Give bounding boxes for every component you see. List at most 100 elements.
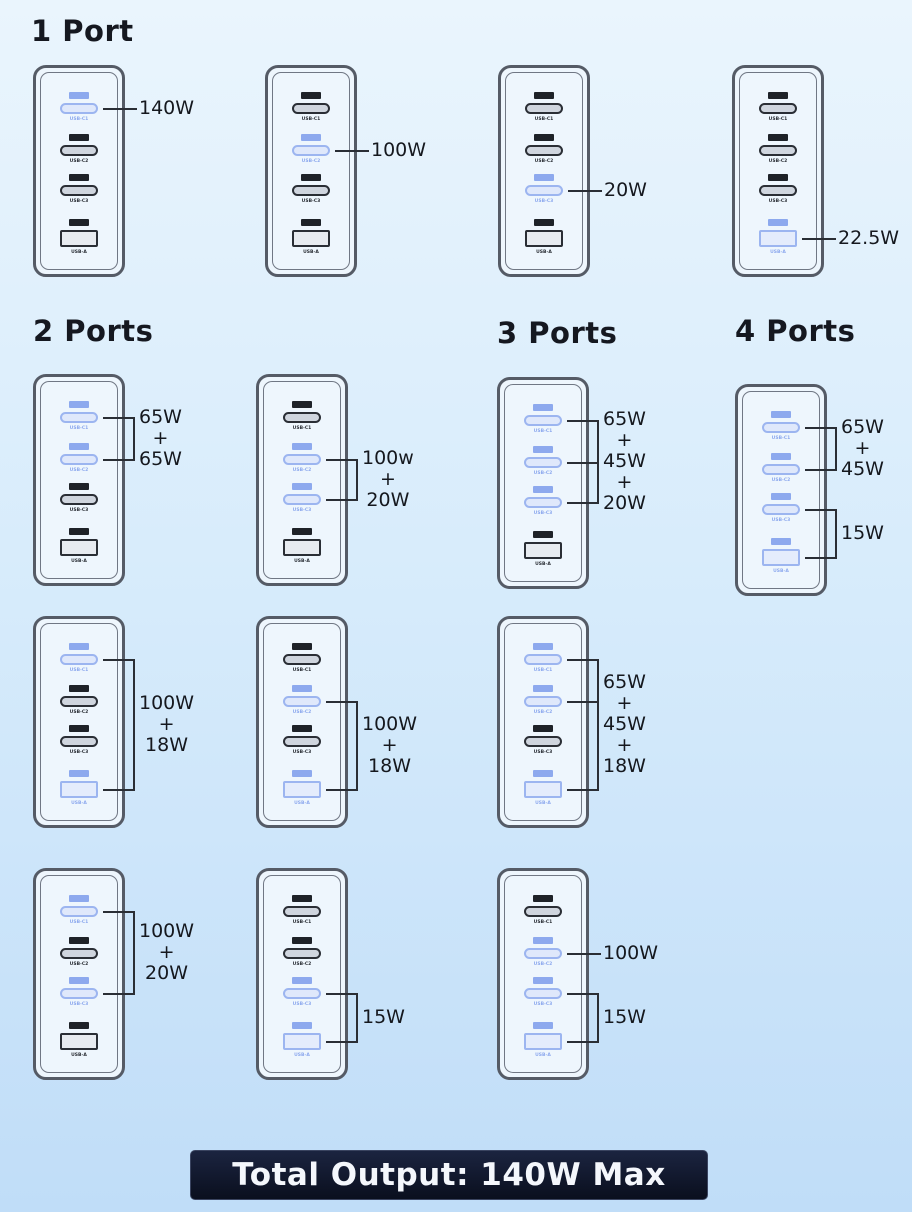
port-power-badge (292, 724, 312, 732)
port-label: USB-C2 (292, 467, 312, 473)
connector-line (805, 509, 835, 511)
connector-line (326, 1041, 356, 1043)
wattage-label: 100W (139, 919, 195, 942)
usb-c-port (524, 653, 562, 665)
wattage-label: 65W (139, 405, 182, 428)
port-label: USB-A (535, 800, 551, 806)
charger-outline (504, 623, 582, 821)
bracket-line (835, 427, 837, 471)
connector-line (805, 557, 835, 559)
usb-c-port (525, 144, 563, 156)
wattage-label: 15W (841, 521, 884, 544)
port-power-badge (292, 400, 312, 408)
port-power-badge (69, 894, 89, 902)
usb-c-port (60, 102, 98, 114)
connector-line (326, 789, 356, 791)
port-power-badge (69, 642, 89, 650)
usb-c-port (60, 453, 98, 465)
port-power-badge (301, 91, 321, 99)
port-power-badge (69, 173, 89, 181)
port-label: USB-C1 (292, 919, 312, 925)
bracket-line (597, 993, 599, 1043)
usb-a-port (283, 780, 321, 798)
wattage-label: 45W (841, 457, 884, 480)
charger-outline (40, 381, 118, 579)
wattage-label: 18W (145, 733, 189, 756)
usb-c-port (283, 653, 321, 665)
power-annotation: 65W+65W (139, 405, 182, 470)
wattage-label: 65W (139, 447, 182, 470)
heading-2-ports: 2 Ports (33, 314, 154, 348)
port-label: USB-C3 (69, 1001, 89, 1007)
usb-c-port (759, 184, 797, 196)
port-label: USB-C2 (768, 158, 788, 164)
usb-c-port (759, 144, 797, 156)
port-power-badge (301, 173, 321, 181)
port-power-badge (533, 445, 553, 453)
bracket-line (133, 417, 135, 461)
usb-c-port (60, 411, 98, 423)
power-annotation: 20W (604, 179, 647, 201)
connector-line (326, 459, 356, 461)
bracket-line (133, 911, 135, 995)
wattage-label: 100W (139, 691, 195, 714)
usb-a-port (292, 229, 330, 247)
wattage-label: 100W (362, 712, 418, 735)
wattage-label: 140W (139, 96, 195, 119)
port-power-badge (533, 724, 553, 732)
wattage-label: 22.5W (838, 226, 900, 249)
usb-a-port (524, 541, 562, 559)
usb-a-port (525, 229, 563, 247)
connector-line (103, 417, 133, 419)
port-label: USB-A (71, 558, 87, 564)
heading-1-port: 1 Port (31, 14, 134, 48)
port-label: USB-C3 (768, 198, 788, 204)
port-label: USB-C1 (771, 435, 791, 441)
charger-outline (504, 384, 582, 582)
port-power-badge (768, 133, 788, 141)
usb-a-port (60, 229, 98, 247)
connector-line (805, 469, 835, 471)
usb-c-port (292, 144, 330, 156)
connector-line (567, 789, 597, 791)
usb-a-port (762, 548, 800, 566)
port-label: USB-C3 (69, 198, 89, 204)
wattage-label: 15W (362, 1005, 405, 1028)
usb-a-port (60, 538, 98, 556)
port-label: USB-C2 (69, 158, 89, 164)
port-power-badge (69, 133, 89, 141)
port-power-badge (533, 976, 553, 984)
port-power-badge (533, 894, 553, 902)
usb-a-port (759, 229, 797, 247)
port-power-badge (533, 642, 553, 650)
port-label: USB-C3 (771, 517, 791, 523)
usb-c-port (60, 735, 98, 747)
heading-4-ports: 4 Ports (735, 314, 856, 348)
wattage-label: 20W (366, 488, 410, 511)
port-label: USB-C3 (292, 1001, 312, 1007)
usb-a-port (60, 780, 98, 798)
usb-c-port (283, 735, 321, 747)
bracket-line (133, 659, 135, 791)
port-power-badge (533, 530, 553, 538)
connector-line (567, 953, 601, 955)
charger-outline (739, 72, 817, 270)
port-power-badge (533, 485, 553, 493)
connector-line (567, 1041, 597, 1043)
port-power-badge (533, 769, 553, 777)
connector-line (567, 502, 597, 504)
wattage-label: 100W (603, 941, 659, 964)
port-label: USB-C3 (69, 749, 89, 755)
port-power-badge (301, 133, 321, 141)
port-label: USB-C1 (292, 425, 312, 431)
usb-c-port (292, 102, 330, 114)
power-annotation: 65W+45W+20W (603, 408, 646, 514)
usb-c-port (524, 695, 562, 707)
wattage-label: 20W (603, 491, 646, 514)
